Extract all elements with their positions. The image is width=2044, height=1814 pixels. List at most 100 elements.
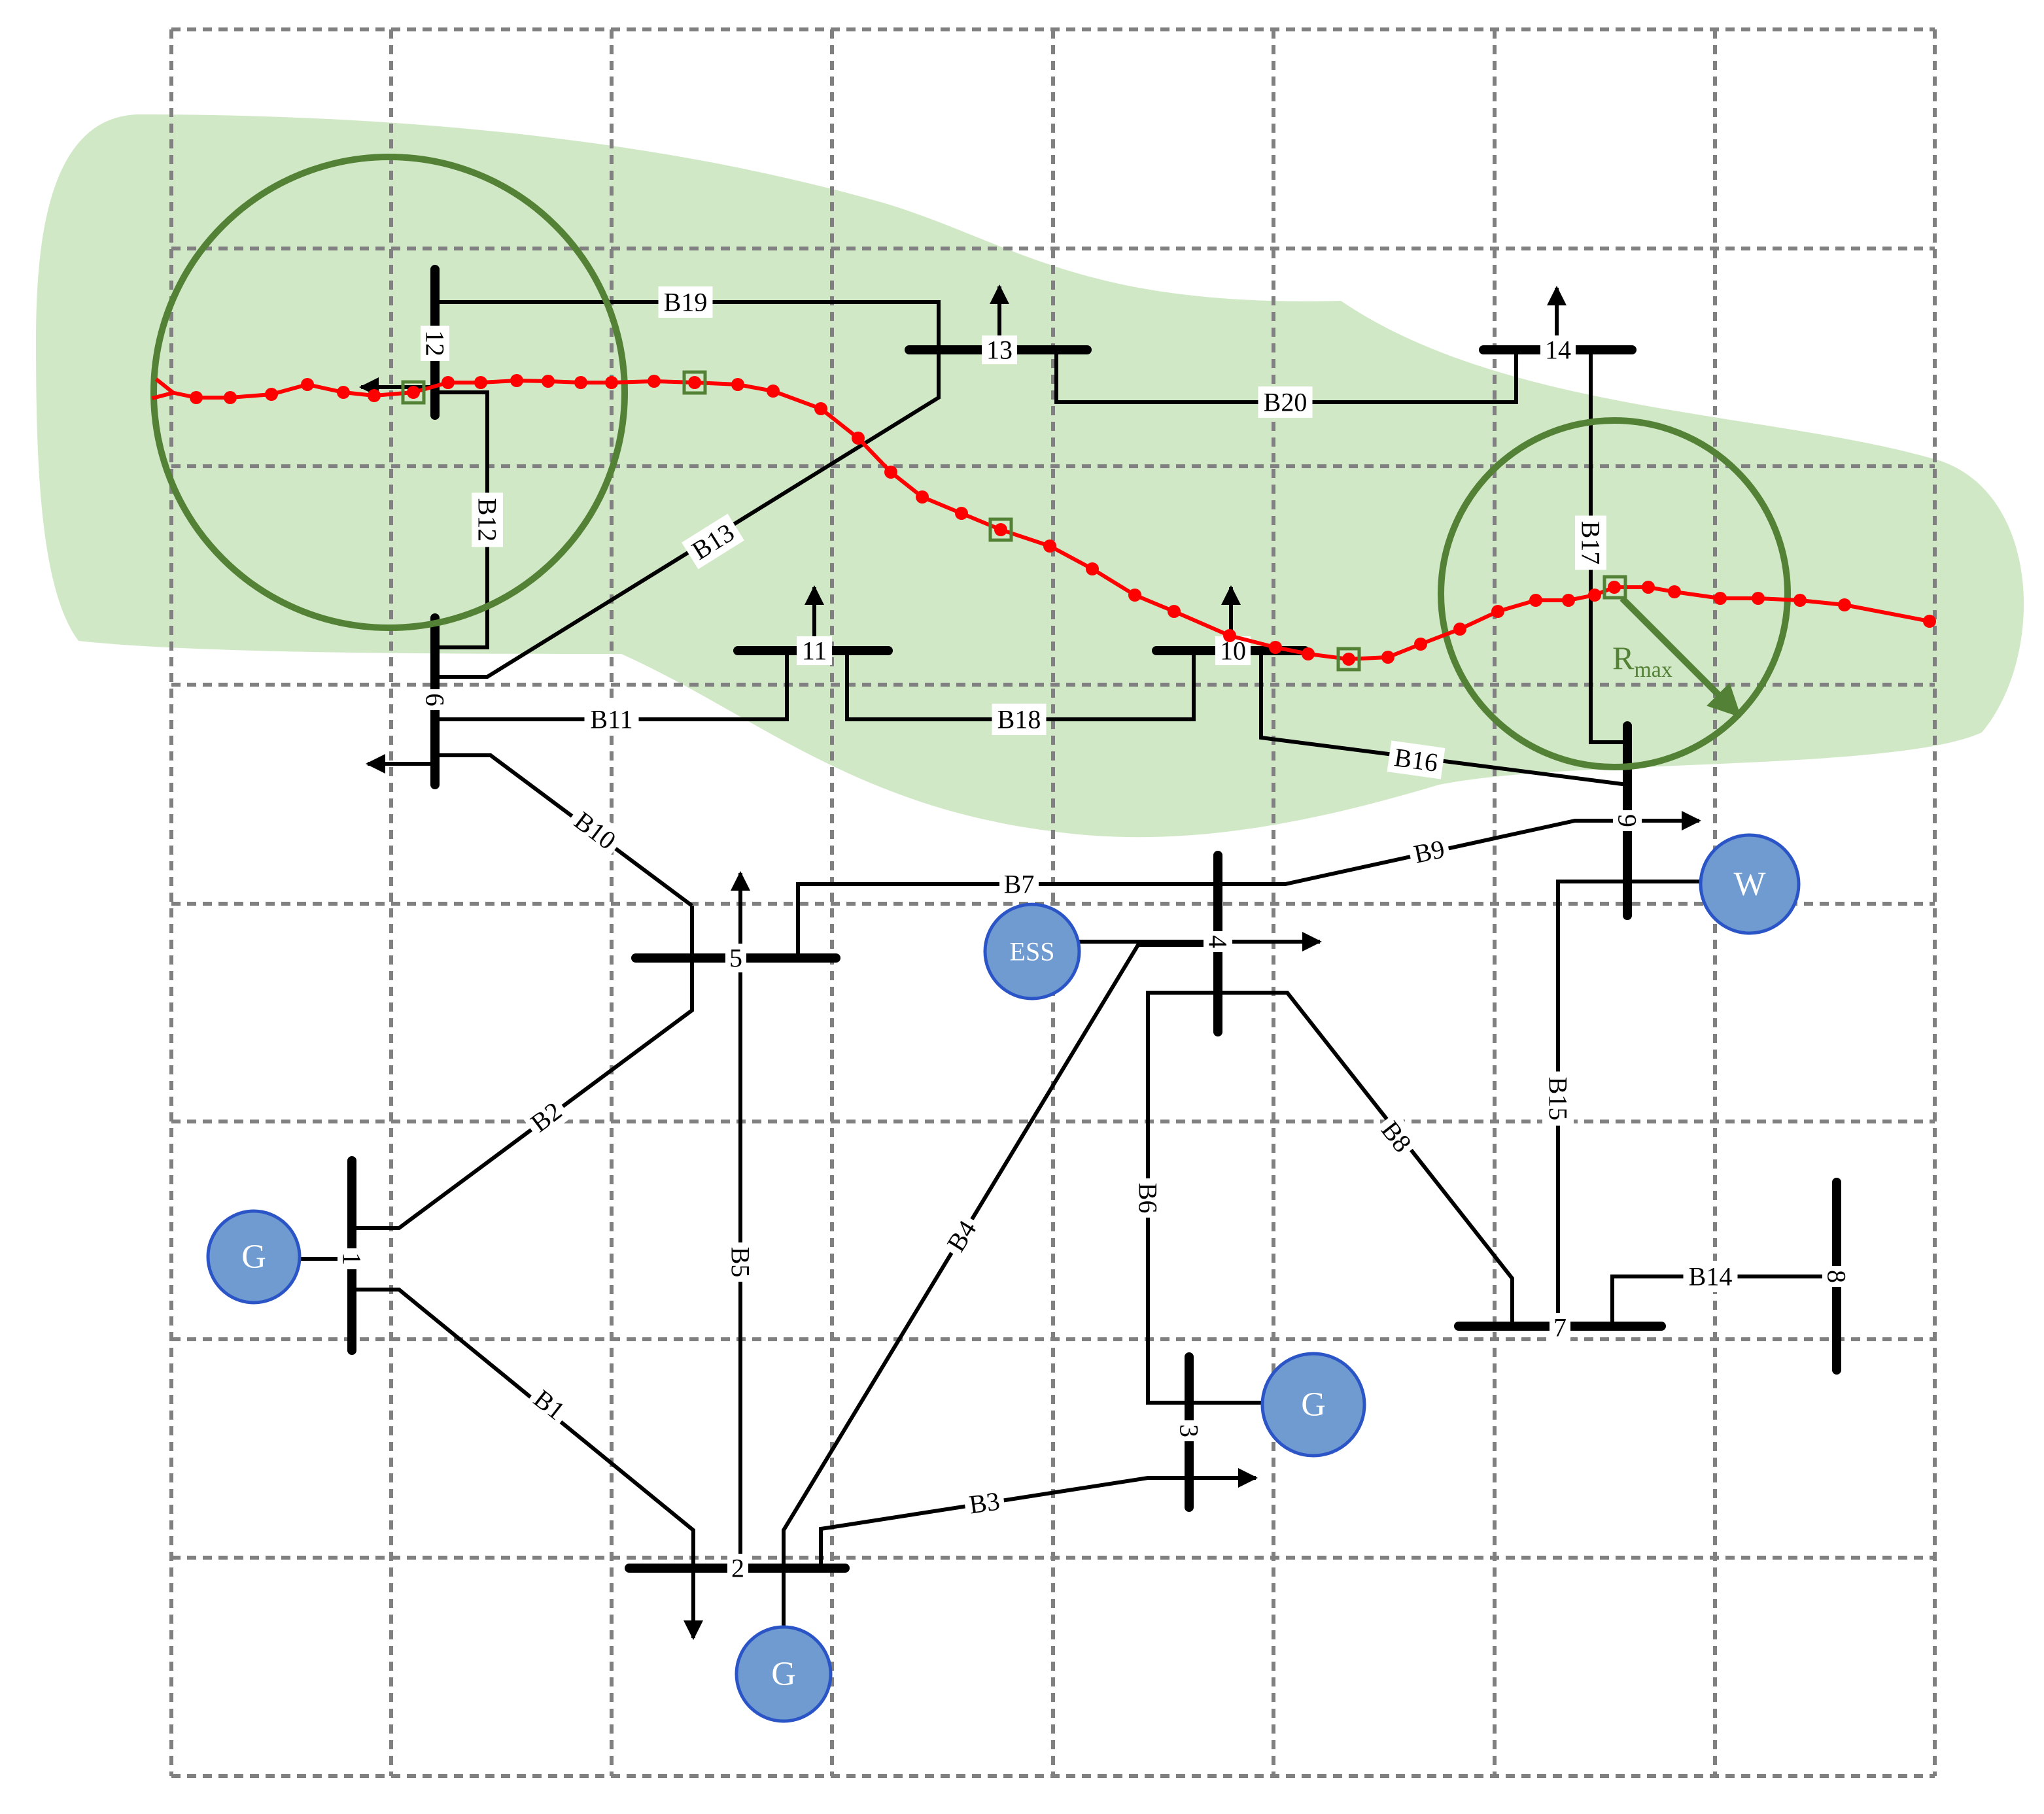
branch-b19-line — [435, 300, 941, 350]
generator-bus1-label: G — [241, 1239, 266, 1276]
branch-label-text: B6 — [1134, 1183, 1163, 1214]
bus-label-2: 2 — [727, 1554, 748, 1583]
storm-track-point — [1342, 653, 1355, 666]
branch-b1-line — [352, 1288, 695, 1568]
bus-label-text: 5 — [729, 944, 742, 973]
storm-track-point — [884, 466, 897, 479]
storm-track-point — [605, 376, 618, 389]
branch-label-b11: B11 — [584, 704, 639, 735]
storm-impact-area — [36, 114, 2024, 838]
storm-track-point — [1269, 641, 1282, 654]
bus-label-text: 3 — [1175, 1424, 1204, 1437]
branch-label-b10: B10 — [564, 801, 627, 860]
bus-label-1: 1 — [338, 1248, 367, 1269]
rmax-indicator: Rmax — [1612, 596, 1742, 718]
bus-label-5: 5 — [725, 944, 746, 973]
branch-label-text: B7 — [1004, 870, 1035, 899]
storm-track-point — [510, 374, 523, 387]
rmax-symbol: R — [1612, 640, 1635, 676]
storm-track-point — [337, 386, 350, 399]
storm-track-point — [368, 389, 381, 402]
generator-bus3-label: G — [1301, 1386, 1326, 1424]
branch-label-b4: B4 — [937, 1210, 986, 1261]
storm-track-point — [442, 376, 455, 389]
generator-bus3: G — [1260, 1352, 1366, 1458]
storm-track-point — [1793, 594, 1807, 607]
branch-b7-line — [796, 882, 1218, 958]
bus-label-text: 7 — [1553, 1313, 1567, 1343]
storm-track-point — [1923, 615, 1936, 628]
branch-label-text: B11 — [590, 705, 632, 734]
branch-label-text: B20 — [1264, 388, 1308, 417]
branch-label-text: B3 — [967, 1486, 1001, 1519]
storm-track-point — [224, 391, 237, 404]
branch-label-text: B9 — [1411, 834, 1447, 869]
storm-track-point — [1043, 539, 1056, 553]
storm-track-point — [852, 432, 865, 445]
rmax-arrow — [1620, 596, 1742, 718]
branch-label-b16: B16 — [1387, 740, 1446, 779]
storm-track-point — [1168, 605, 1181, 618]
branch-label-text: B17 — [1576, 521, 1606, 565]
storm-track-points — [190, 374, 1936, 666]
track-marker-4 — [682, 370, 707, 395]
branch-b16-line — [1259, 651, 1628, 787]
branch-label-text: B16 — [1393, 742, 1440, 778]
branch-label-b20: B20 — [1258, 386, 1313, 418]
track-marker-1 — [1602, 575, 1627, 600]
bus-label-4: 4 — [1204, 931, 1233, 952]
storm-track — [171, 370, 1936, 672]
bus-label-8: 8 — [1822, 1266, 1852, 1287]
branch-label-b19: B19 — [658, 286, 713, 318]
storm-track-point — [407, 386, 420, 399]
bus-label-text: 13 — [986, 335, 1013, 365]
bus-label-11: 11 — [797, 636, 832, 666]
branch-label-b3: B3 — [962, 1484, 1007, 1521]
branch-label-b18: B18 — [992, 704, 1047, 735]
storm-track-point — [1414, 638, 1427, 651]
storm-track-point — [1562, 594, 1575, 607]
storm-track-point — [1588, 589, 1601, 602]
track-marker-3 — [988, 517, 1013, 542]
branch-label-b1: B1 — [524, 1380, 575, 1429]
branch-label-b9: B9 — [1406, 832, 1452, 871]
generator-bus2: G — [735, 1625, 833, 1723]
rmax-label: Rmax — [1612, 640, 1672, 682]
branch-label-text: B15 — [1544, 1077, 1573, 1121]
bus-label-3: 3 — [1175, 1420, 1204, 1441]
bus-label-9: 9 — [1613, 810, 1642, 831]
branch-label-b7: B7 — [999, 868, 1039, 900]
storm-track-point — [1128, 589, 1141, 602]
rmax-subscript: max — [1634, 658, 1672, 682]
branch-b11-line — [435, 651, 789, 721]
branch-b4-line — [782, 943, 1218, 1568]
bus-label-text: 14 — [1545, 335, 1571, 365]
bus-label-text: 6 — [421, 693, 450, 706]
storm-track-point — [688, 376, 701, 389]
storm-track-point — [731, 378, 744, 391]
storm-track-point — [1608, 581, 1621, 594]
branch-label-text: B12 — [473, 498, 502, 542]
bus-label-13: 13 — [982, 335, 1017, 365]
storm-track-point — [1838, 598, 1851, 611]
branch-label-text: B4 — [941, 1215, 982, 1256]
branch-label-text: B19 — [664, 288, 708, 317]
bus-label-7: 7 — [1550, 1313, 1570, 1343]
wind-generator-label: W — [1733, 866, 1765, 903]
storm-track-point — [916, 490, 929, 504]
storm-track-point — [1642, 581, 1655, 594]
storm-track-point — [1381, 651, 1394, 664]
bus-label-text: 8 — [1822, 1270, 1852, 1283]
branch-b3-line — [819, 1476, 1189, 1568]
storm-track-point — [955, 507, 968, 520]
track-marker-2 — [1336, 647, 1361, 672]
storm-track-point — [1668, 585, 1681, 598]
storm-track-point — [301, 378, 314, 391]
branch-label-b15: B15 — [1542, 1071, 1574, 1126]
bus-label-text: 11 — [802, 636, 827, 666]
generator-bus2-label: G — [771, 1656, 796, 1693]
storm-track-point — [474, 376, 487, 389]
